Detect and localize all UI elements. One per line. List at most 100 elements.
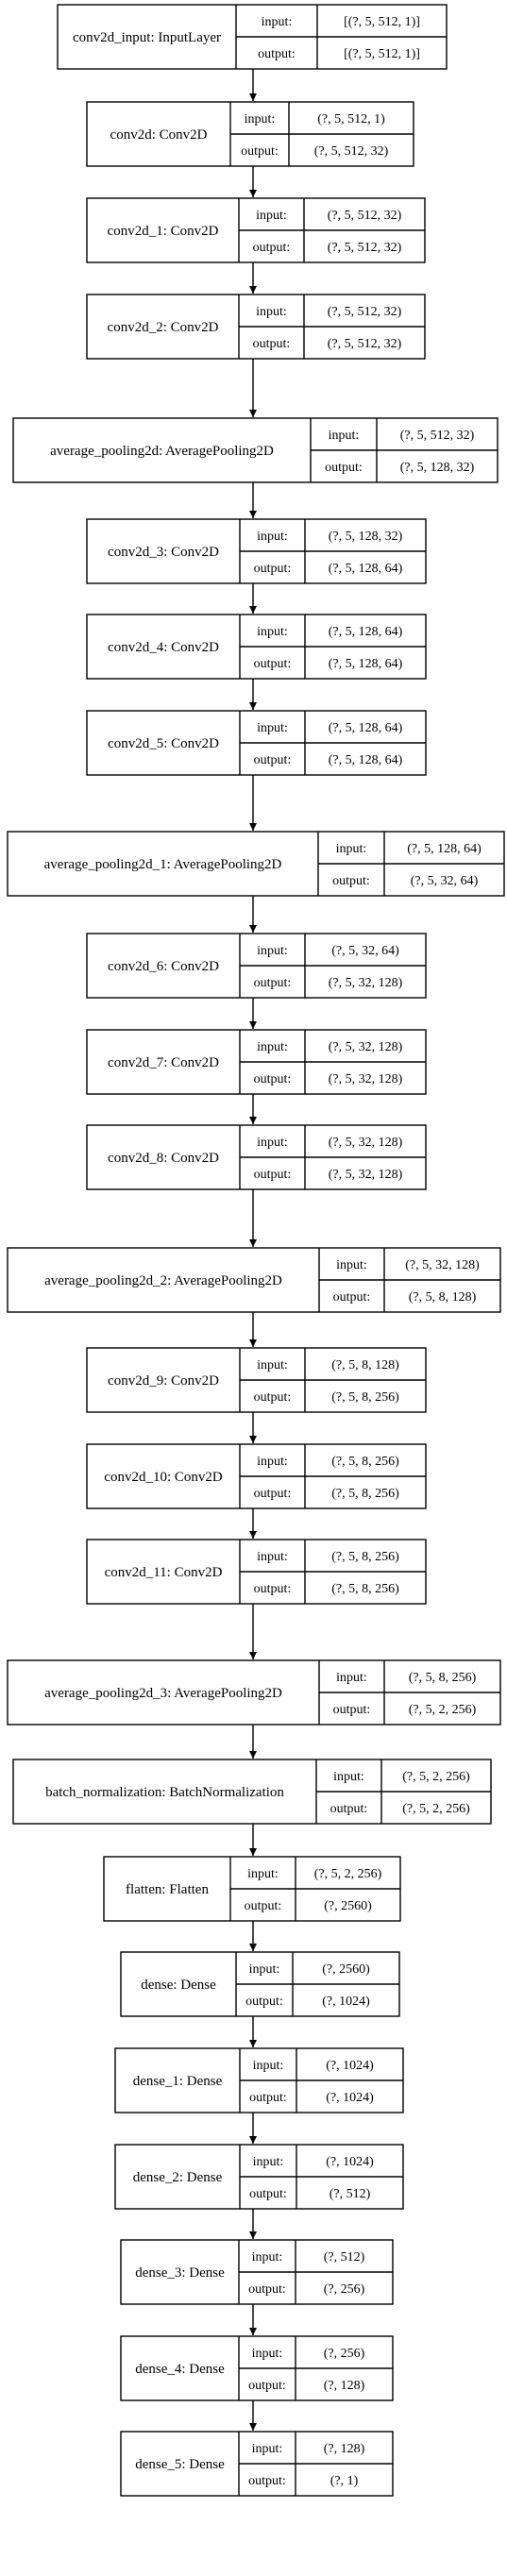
output-shape: (?, 5, 8, 256) — [331, 1390, 399, 1405]
input-shape: (?, 5, 2, 256) — [402, 1770, 470, 1784]
layer-name: average_pooling2d: AveragePooling2D — [50, 444, 274, 459]
input-label: input: — [247, 1867, 279, 1881]
output-shape: (?, 128) — [324, 2379, 365, 2393]
layer-name: conv2d_5: Conv2D — [108, 736, 219, 751]
input-label: input: — [257, 1550, 288, 1564]
input-shape: (?, 5, 8, 256) — [331, 1550, 399, 1564]
layer-name: conv2d_9: Conv2D — [108, 1373, 219, 1389]
input-shape: (?, 5, 2, 256) — [314, 1867, 382, 1881]
input-shape: (?, 5, 32, 128) — [329, 1136, 403, 1150]
input-label: input: — [256, 209, 287, 223]
layer-name: dense_2: Dense — [133, 2170, 223, 2185]
output-shape: (?, 5, 2, 256) — [409, 1703, 477, 1717]
output-label: output: — [332, 874, 370, 888]
output-label: output: — [248, 2282, 286, 2297]
input-shape: (?, 5, 512, 32) — [400, 429, 475, 443]
input-label: input: — [257, 721, 288, 735]
output-label: output: — [330, 1802, 368, 1816]
layer-name: dense: Dense — [141, 1978, 216, 1993]
input-label: input: — [257, 944, 288, 958]
layer-name: conv2d_1: Conv2D — [108, 224, 219, 239]
input-shape: (?, 5, 128, 32) — [329, 530, 403, 544]
output-shape: (?, 256) — [324, 2282, 365, 2297]
output-shape: (?, 1024) — [322, 1995, 370, 2009]
output-shape: [(?, 5, 512, 1)] — [344, 47, 420, 61]
output-shape: (?, 2560) — [324, 1899, 372, 1913]
output-label: output: — [248, 2474, 286, 2488]
layer-name: average_pooling2d_3: AveragePooling2D — [44, 1686, 282, 1701]
input-shape: (?, 5, 512, 32) — [328, 305, 402, 319]
layer-name: dense_1: Dense — [133, 2074, 223, 2089]
input-label: input: — [257, 530, 288, 544]
input-shape: (?, 5, 128, 64) — [329, 625, 403, 639]
input-shape: (?, 512) — [324, 2250, 365, 2265]
input-label: input: — [257, 625, 288, 639]
output-shape: (?, 5, 32, 128) — [329, 976, 403, 990]
output-label: output: — [254, 1582, 292, 1596]
input-shape: (?, 1024) — [326, 2155, 374, 2169]
layer-name: dense_3: Dense — [135, 2265, 225, 2281]
input-shape: (?, 5, 512, 32) — [328, 209, 402, 223]
layer-name: conv2d_4: Conv2D — [108, 640, 219, 655]
layer-name: conv2d_2: Conv2D — [108, 320, 219, 335]
layer-name: conv2d_10: Conv2D — [104, 1470, 223, 1485]
output-label: output: — [254, 1390, 292, 1405]
input-shape: (?, 5, 32, 128) — [405, 1258, 480, 1272]
nodes: conv2d_input: InputLayerinput:output:[(?… — [7, 4, 505, 2497]
output-shape: (?, 5, 128, 32) — [400, 461, 475, 475]
output-label: output: — [254, 657, 292, 671]
output-label: output: — [254, 976, 292, 990]
output-label: output: — [253, 337, 291, 351]
output-shape: (?, 5, 32, 128) — [329, 1072, 403, 1086]
output-shape: (?, 5, 512, 32) — [328, 241, 402, 255]
output-shape: (?, 512) — [330, 2187, 371, 2201]
input-label: input: — [256, 305, 287, 319]
input-shape: (?, 5, 32, 64) — [331, 944, 399, 958]
input-shape: (?, 128) — [324, 2442, 365, 2456]
input-label: input: — [253, 2059, 284, 2073]
input-label: input: — [252, 2347, 283, 2361]
output-label: output: — [333, 1703, 371, 1717]
layer-name: flatten: Flatten — [126, 1882, 209, 1897]
output-label: output: — [254, 562, 292, 576]
output-shape: (?, 5, 32, 64) — [411, 874, 479, 888]
input-label: input: — [262, 15, 293, 29]
input-shape: [(?, 5, 512, 1)] — [344, 15, 420, 29]
input-label: input: — [336, 1671, 367, 1685]
output-label: output: — [241, 144, 279, 159]
input-label: input: — [257, 1358, 288, 1372]
input-label: input: — [245, 112, 276, 126]
output-shape: (?, 5, 2, 256) — [402, 1802, 470, 1816]
output-label: output: — [254, 1487, 292, 1501]
output-shape: (?, 5, 32, 128) — [329, 1168, 403, 1182]
output-shape: (?, 5, 128, 64) — [329, 657, 403, 671]
layer-name: dense_5: Dense — [135, 2457, 225, 2472]
layer-name: conv2d_11: Conv2D — [105, 1565, 223, 1580]
layer-name: batch_normalization: BatchNormalization — [45, 1785, 284, 1800]
output-label: output: — [248, 2379, 286, 2393]
layer-node-average-pooling2d-2: average_pooling2d_2: AveragePooling2Dinp… — [7, 1247, 501, 1313]
layer-node-conv2d-11: conv2d_11: Conv2D input: output: (?, 5, 8, … — [86, 1539, 427, 1605]
output-label: output: — [253, 241, 291, 255]
layer-node-average-pooling2d: average_pooling2d: AveragePooling2Dinput… — [12, 417, 499, 483]
input-shape: (?, 5, 128, 64) — [329, 721, 403, 735]
layer-name: conv2d_7: Conv2D — [108, 1055, 219, 1070]
input-label: input: — [249, 1962, 280, 1977]
output-shape: (?, 5, 512, 32) — [328, 337, 402, 351]
input-label: input: — [257, 1455, 288, 1469]
layer-node-conv2d-1: conv2d_1: Conv2D input: output: (?, 5, 512,… — [86, 197, 426, 263]
input-label: input: — [336, 842, 367, 856]
layer-name: average_pooling2d_1: AveragePooling2D — [44, 857, 282, 872]
input-label: input: — [257, 1136, 288, 1150]
layer-name: average_pooling2d_2: AveragePooling2D — [44, 1273, 282, 1288]
output-label: output: — [245, 1899, 282, 1913]
layer-name: conv2d: Conv2D — [110, 127, 208, 143]
